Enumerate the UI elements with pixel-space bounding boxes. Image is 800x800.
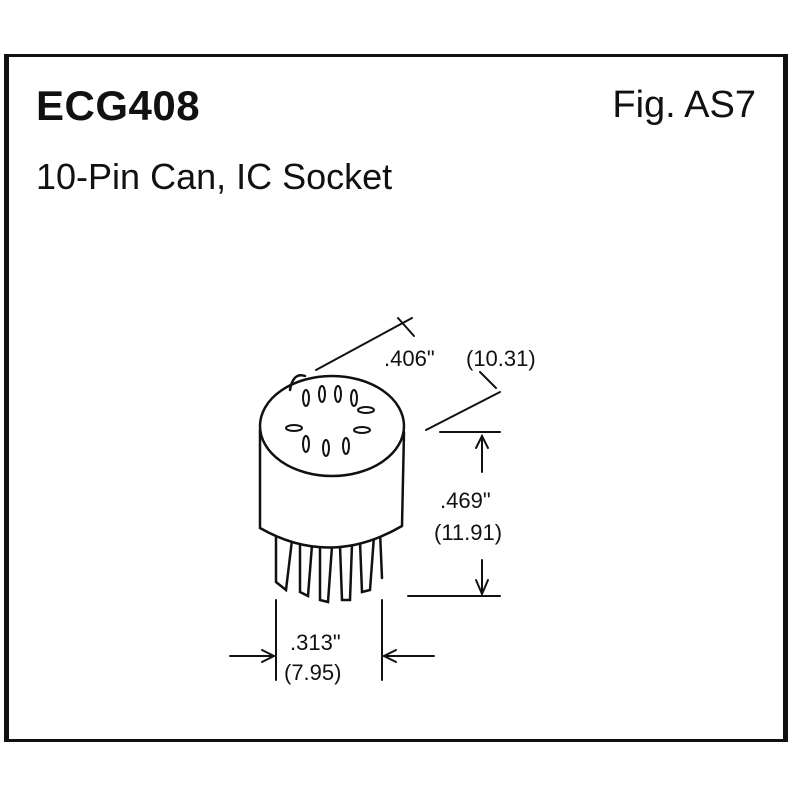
diameter-mm: (10.31) [466,346,536,371]
diameter-dimension [315,317,501,431]
figure-frame [4,54,788,742]
pin-spacing-mm: (7.95) [284,660,341,685]
figure-label: Fig. AS7 [612,84,756,126]
can-body [258,374,406,549]
pin-holes [285,385,375,457]
height-inches: .469" [440,488,491,513]
socket-pins [274,528,384,604]
pin-spacing-dimension [229,599,435,681]
pin-spacing-inches: .313" [290,630,341,655]
diameter-inches: .406" [384,346,435,371]
part-number: ECG408 [36,82,201,129]
height-dimension [407,431,501,597]
part-description: 10-Pin Can, IC Socket [36,156,393,197]
height-mm: (11.91) [434,520,502,545]
